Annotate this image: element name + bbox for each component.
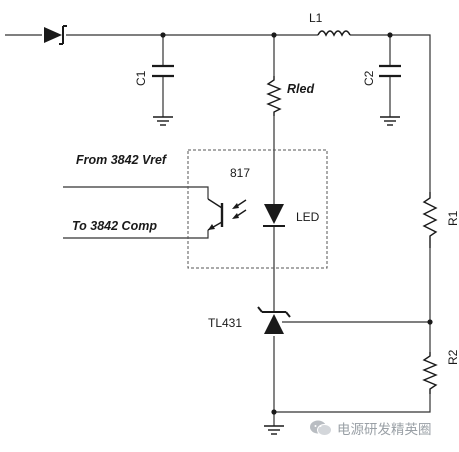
capacitor-c2-label: C2 — [362, 70, 376, 86]
resistor-r2-label: R2 — [446, 349, 459, 365]
capacitor-c1-symbol — [152, 64, 174, 78]
junction-dot — [427, 319, 433, 325]
resistor-rled-symbol — [266, 76, 282, 116]
resistor-rled-label: Rled — [287, 82, 315, 96]
wire-divider — [274, 248, 431, 413]
ground-symbol — [153, 116, 173, 126]
optocoupler-label: 817 — [230, 166, 251, 180]
watermark-text: 电源研发精英圈 — [337, 422, 432, 437]
led-label: LED — [296, 210, 320, 224]
resistor-r2-symbol — [422, 352, 438, 394]
diode-symbol — [44, 25, 67, 45]
led-symbol — [263, 204, 285, 227]
wire-from-vref — [63, 186, 209, 199]
phototransistor-symbol — [207, 198, 247, 231]
optocoupler-box — [187, 149, 328, 269]
tl431-symbol — [257, 306, 291, 334]
ground-symbol — [264, 425, 284, 435]
wechat-icon — [310, 420, 332, 436]
from-vref-label: From 3842 Vref — [76, 153, 167, 167]
tl431-label: TL431 — [208, 316, 243, 330]
capacitor-c2-symbol — [379, 64, 401, 78]
watermark: 电源研发精英圈 — [309, 418, 432, 438]
ground-symbol — [380, 116, 400, 126]
junction-dot — [271, 32, 277, 38]
junction-dot — [271, 409, 277, 415]
wire-l1-out — [350, 34, 431, 192]
capacitor-c1-label: C1 — [134, 70, 148, 86]
resistor-r1-label: R1 — [446, 210, 459, 226]
junction-dot — [160, 32, 166, 38]
resistor-r1-symbol — [422, 192, 438, 248]
inductor-l1-label: L1 — [309, 11, 323, 25]
junction-dot — [387, 32, 393, 38]
inductor-l1-symbol — [317, 30, 351, 37]
wire-to-comp — [63, 230, 209, 239]
to-comp-label: To 3842 Comp — [72, 219, 157, 233]
